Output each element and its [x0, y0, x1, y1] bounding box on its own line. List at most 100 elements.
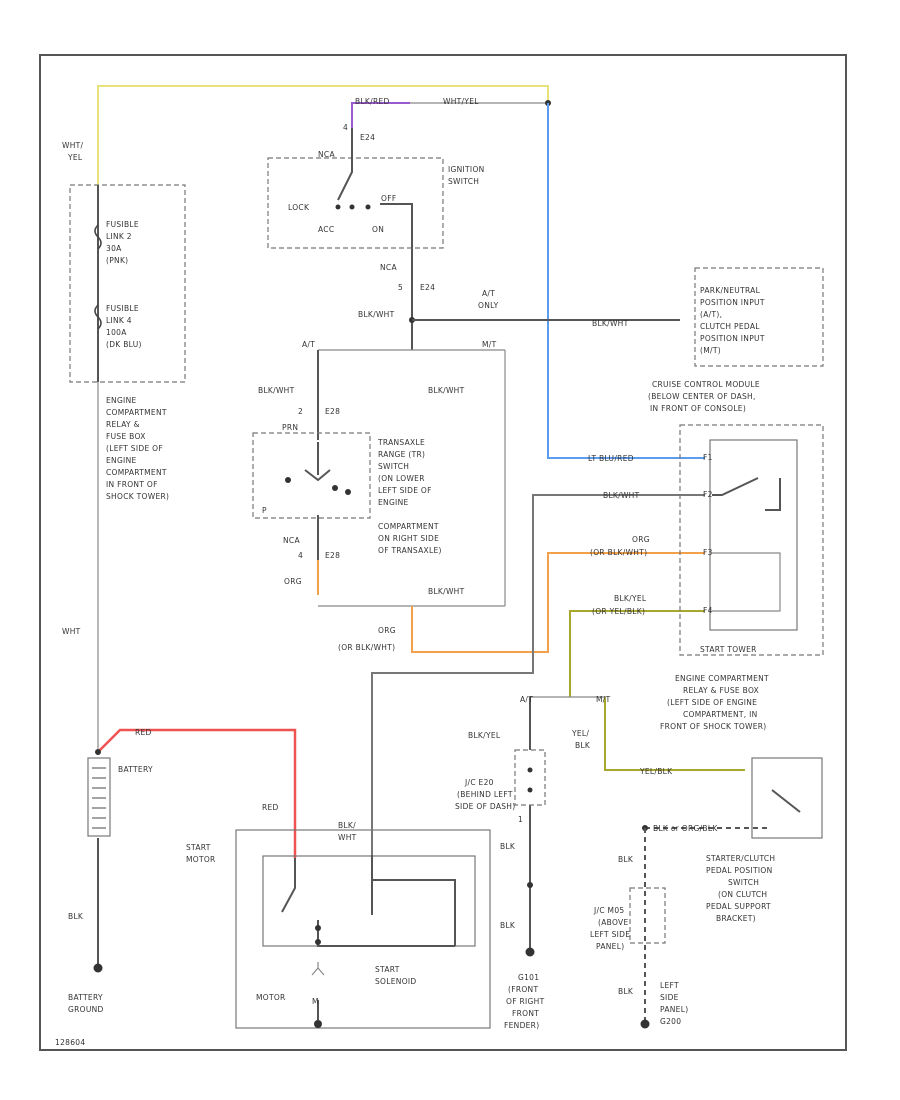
- ignition-feed-wire: [351, 102, 410, 128]
- nca-2-label: NCA: [380, 263, 397, 272]
- org-lower-wire: [411, 552, 705, 653]
- svg-text:(FRONT: (FRONT: [508, 985, 538, 994]
- svg-text:IN FRONT OF CONSOLE): IN FRONT OF CONSOLE): [650, 404, 746, 413]
- blk-wht-cruise-wire: [371, 494, 705, 855]
- c-e24-bottom-label: E24: [420, 283, 435, 292]
- svg-text:ENGINE: ENGINE: [378, 498, 409, 507]
- battery-positive: [95, 749, 101, 755]
- wht-yel-top-label: WHT/YEL: [443, 97, 479, 106]
- ignition-switch-blade: [337, 128, 353, 201]
- blk-g2-label: BLK: [500, 921, 516, 930]
- motor-m-symbol: M: [312, 997, 319, 1006]
- red-battery-wire: [97, 728, 297, 858]
- svg-text:SHOCK TOWER): SHOCK TOWER): [106, 492, 169, 501]
- lt-blu-wire: [547, 103, 705, 459]
- svg-text:COMPARTMENT: COMPARTMENT: [106, 468, 167, 477]
- mt-branch-label: M/T: [482, 340, 497, 349]
- yel-blk-h-label: YEL/BLK: [639, 767, 673, 776]
- g101-caption: G101 (FRONT OF RIGHT FRONT FENDER): [504, 973, 544, 1030]
- start-tower-label: START TOWER: [700, 645, 757, 654]
- blk-wht-park-label: BLK/WHT: [592, 319, 629, 328]
- fusible-link-2-icon: [94, 224, 102, 250]
- yel-blk-wire: [604, 697, 745, 771]
- ignition-off-label: OFF: [381, 194, 396, 203]
- blk-g1-label: BLK: [500, 842, 516, 851]
- wht-yel-top-wire: [97, 85, 549, 185]
- start-tower-relay: [709, 439, 798, 631]
- battery-cells-icon: [92, 767, 106, 829]
- solenoid-label-1: START: [375, 965, 400, 974]
- fuse2-line2: LINK 4: [106, 316, 132, 325]
- battery: [87, 757, 111, 837]
- g200-caption: LEFT SIDE PANEL) G200: [660, 981, 688, 1026]
- svg-text:FUSE BOX: FUSE BOX: [106, 432, 146, 441]
- svg-text:(A/T),: (A/T),: [700, 310, 722, 319]
- p-label: P: [262, 506, 267, 515]
- battery-label: BATTERY: [118, 765, 153, 774]
- pin-4b-label: 4: [298, 551, 303, 560]
- transaxle-range-switch: [252, 432, 371, 519]
- nca-1-label: NCA: [318, 150, 335, 159]
- ignition-label-1: IGNITION: [448, 165, 485, 174]
- ignition-lock-label: LOCK: [288, 203, 310, 212]
- at-splice-label: A/T: [520, 695, 533, 704]
- start-motor-label-2: MOTOR: [186, 855, 216, 864]
- diagram-frame: [39, 54, 847, 1051]
- ground-g200-terminal: [640, 1019, 650, 1029]
- c-e28-bottom-label: E28: [325, 551, 340, 560]
- fusible-link-4-icon: [94, 304, 102, 330]
- solenoid-contact: [281, 858, 296, 913]
- nca-3-label: NCA: [283, 536, 300, 545]
- solenoid-label-2: SOLENOID: [375, 977, 416, 986]
- cruise-pin-f2: F2: [703, 490, 713, 499]
- motor-ground-terminal: [314, 1020, 322, 1028]
- svg-text:PANEL): PANEL): [596, 942, 624, 951]
- tr-contact-2: [332, 485, 338, 491]
- ignition-acc-label: ACC: [318, 225, 334, 234]
- svg-text:POSITION INPUT: POSITION INPUT: [700, 334, 765, 343]
- jc-m05-caption: J/C M05 (ABOVE LEFT SIDE PANEL): [590, 906, 630, 951]
- org-range-label: ORG: [284, 577, 302, 586]
- blk-wht-range-label: BLK/WHT: [258, 386, 295, 395]
- svg-text:LEFT SIDE: LEFT SIDE: [590, 930, 630, 939]
- blk-wht-right-label: BLK/WHT: [428, 386, 465, 395]
- fuse1-line2: LINK 2: [106, 232, 132, 241]
- svg-text:ENGINE: ENGINE: [106, 396, 137, 405]
- c-e24-top-label: E24: [360, 133, 375, 142]
- pin-1-label: 1: [518, 815, 523, 824]
- blk-yel-label-1: BLK/YEL: [614, 594, 647, 603]
- starter-clutch-switch: [751, 757, 823, 839]
- blk-wht-ign-label: BLK/WHT: [358, 310, 395, 319]
- org-lower-label-2: (OR BLK/WHT): [338, 643, 395, 652]
- fuse2-line1: FUSIBLE: [106, 304, 139, 313]
- wht-left-label: WHT: [62, 627, 81, 636]
- blk-yel-label-2: (OR YEL/BLK): [592, 607, 645, 616]
- svg-text:BRACKET): BRACKET): [716, 914, 756, 923]
- cruise-pin-f1: F1: [703, 453, 713, 462]
- park-neutral-caption: PARK/NEUTRAL POSITION INPUT (A/T), CLUTC…: [700, 286, 765, 355]
- relay-box-caption: ENGINE COMPARTMENT RELAY & FUSE BOX (LEF…: [660, 674, 769, 731]
- svg-text:LEFT: LEFT: [660, 981, 679, 990]
- svg-text:(ON CLUTCH: (ON CLUTCH: [718, 890, 767, 899]
- ignition-start-contact: [380, 203, 413, 248]
- pin-4-label: 4: [343, 123, 348, 132]
- figure-code: 128604: [55, 1038, 85, 1047]
- fuse-box: [69, 184, 186, 383]
- svg-text:(ON LOWER: (ON LOWER: [378, 474, 425, 483]
- ignition-acc-contact: [349, 204, 355, 210]
- svg-text:TRANSAXLE: TRANSAXLE: [377, 438, 425, 447]
- blk-battery-label: BLK: [68, 912, 84, 921]
- svg-text:PEDAL SUPPORT: PEDAL SUPPORT: [706, 902, 771, 911]
- svg-text:CLUTCH PEDAL: CLUTCH PEDAL: [700, 322, 760, 331]
- yel-blk-label-2: BLK: [575, 741, 591, 750]
- svg-text:RELAY &: RELAY &: [106, 420, 140, 429]
- cruise-relay-coil: [712, 552, 781, 612]
- yel-blk-label-1: YEL/: [571, 729, 589, 738]
- tr-switch-caption: TRANSAXLE RANGE (TR) SWITCH (ON LOWER LE…: [377, 438, 441, 555]
- svg-text:ON RIGHT SIDE: ON RIGHT SIDE: [378, 534, 439, 543]
- ground-g101-terminal: [525, 947, 535, 957]
- c-e28-top-label: E28: [325, 407, 340, 416]
- svg-text:(BELOW CENTER OF DASH,: (BELOW CENTER OF DASH,: [648, 392, 756, 401]
- tr-contact-3: [345, 489, 351, 495]
